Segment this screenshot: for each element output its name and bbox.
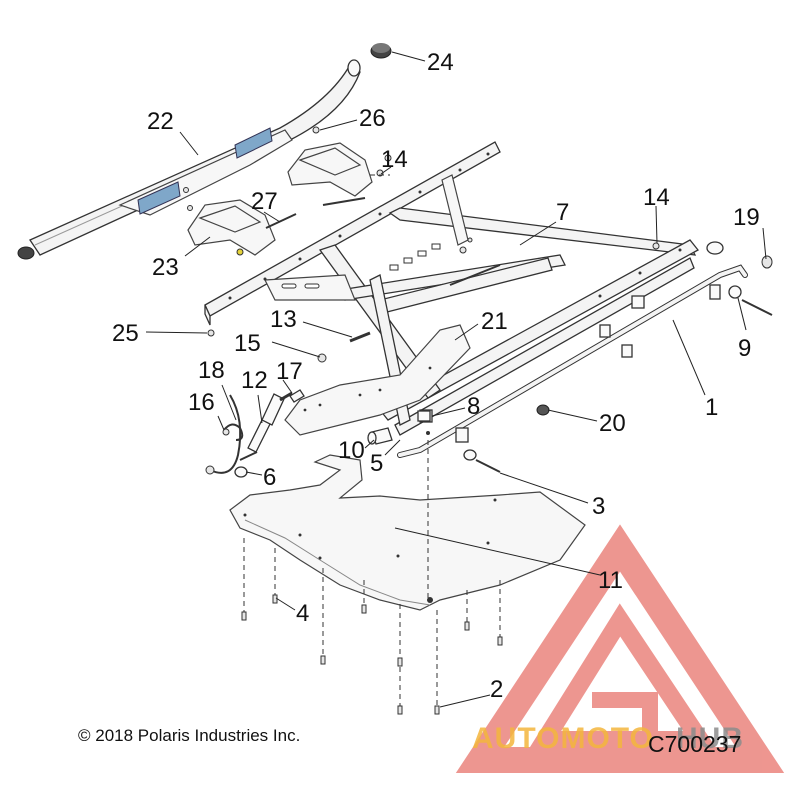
clip-part-6 (234, 466, 248, 478)
bolt-part-3 (463, 449, 501, 473)
callout-25: 25 (112, 320, 139, 347)
skid-plate-part-21 (284, 324, 471, 436)
hardware-part-13 (349, 331, 371, 343)
callout-19: 19 (733, 204, 760, 231)
callout-14b: 14 (381, 146, 408, 173)
callout-8: 8 (467, 393, 480, 420)
callout-2: 2 (490, 676, 503, 703)
end-link-part-9 (728, 285, 773, 316)
bushing-part-8 (417, 410, 431, 435)
callout-20: 20 (599, 410, 626, 437)
bumper-tube-part-22 (17, 59, 361, 260)
bushing-part-10 (367, 427, 393, 445)
fastener-lines (241, 174, 503, 715)
mount-bracket-part-23 (187, 199, 297, 256)
callout-21: 21 (481, 308, 508, 335)
diagram-code: C700237 (648, 731, 741, 757)
callout-15: 15 (234, 330, 261, 357)
callout-5: 5 (370, 450, 383, 477)
callout-12: 12 (241, 367, 268, 394)
watermark-word-hub: HUB (676, 722, 744, 755)
callout-labels: 1 2 3 4 5 6 7 8 9 10 11 12 13 14 14 15 1… (112, 49, 760, 703)
callout-9: 9 (738, 335, 751, 362)
callout-26: 26 (359, 105, 386, 132)
callout-22: 22 (147, 108, 174, 135)
callout-11: 11 (598, 567, 623, 594)
watermark-word-automoto: AUTOMOTO (472, 722, 654, 755)
leader-lines (145, 51, 767, 708)
skid-plate-part-11 (229, 454, 586, 611)
end-plug-part-24 (370, 43, 392, 59)
wire-harness-part-18 (205, 394, 242, 475)
hardware-bolts-top (183, 154, 392, 211)
callout-3: 3 (592, 493, 605, 520)
callout-13: 13 (270, 306, 297, 333)
copyright-notice: © 2018 Polaris Industries Inc. (78, 726, 300, 745)
callout-10: 10 (338, 437, 365, 464)
actuator-part-12 (239, 391, 293, 461)
watermark-wordmark: AUTOMOTO HUB (472, 722, 744, 755)
frame-part-7 (204, 141, 699, 436)
clamp-part-20 (536, 404, 550, 416)
frame-slots (281, 243, 441, 289)
callout-17: 17 (276, 358, 303, 385)
callout-6: 6 (263, 464, 276, 491)
watermark-logo (455, 524, 785, 773)
callout-16: 16 (188, 389, 215, 416)
bushing-part-19 (706, 241, 773, 269)
pin-part-17 (289, 389, 305, 403)
nut-part-15 (317, 353, 327, 363)
callout-1: 1 (705, 394, 718, 421)
callout-23: 23 (152, 254, 179, 281)
callout-27: 27 (251, 188, 278, 215)
callout-24: 24 (427, 49, 454, 76)
mount-bracket-upper (287, 126, 384, 197)
callout-7: 7 (556, 199, 569, 226)
callout-18: 18 (198, 357, 225, 384)
bolt-part-25 (207, 329, 215, 337)
callout-4: 4 (296, 600, 309, 627)
callout-14a: 14 (643, 184, 670, 211)
